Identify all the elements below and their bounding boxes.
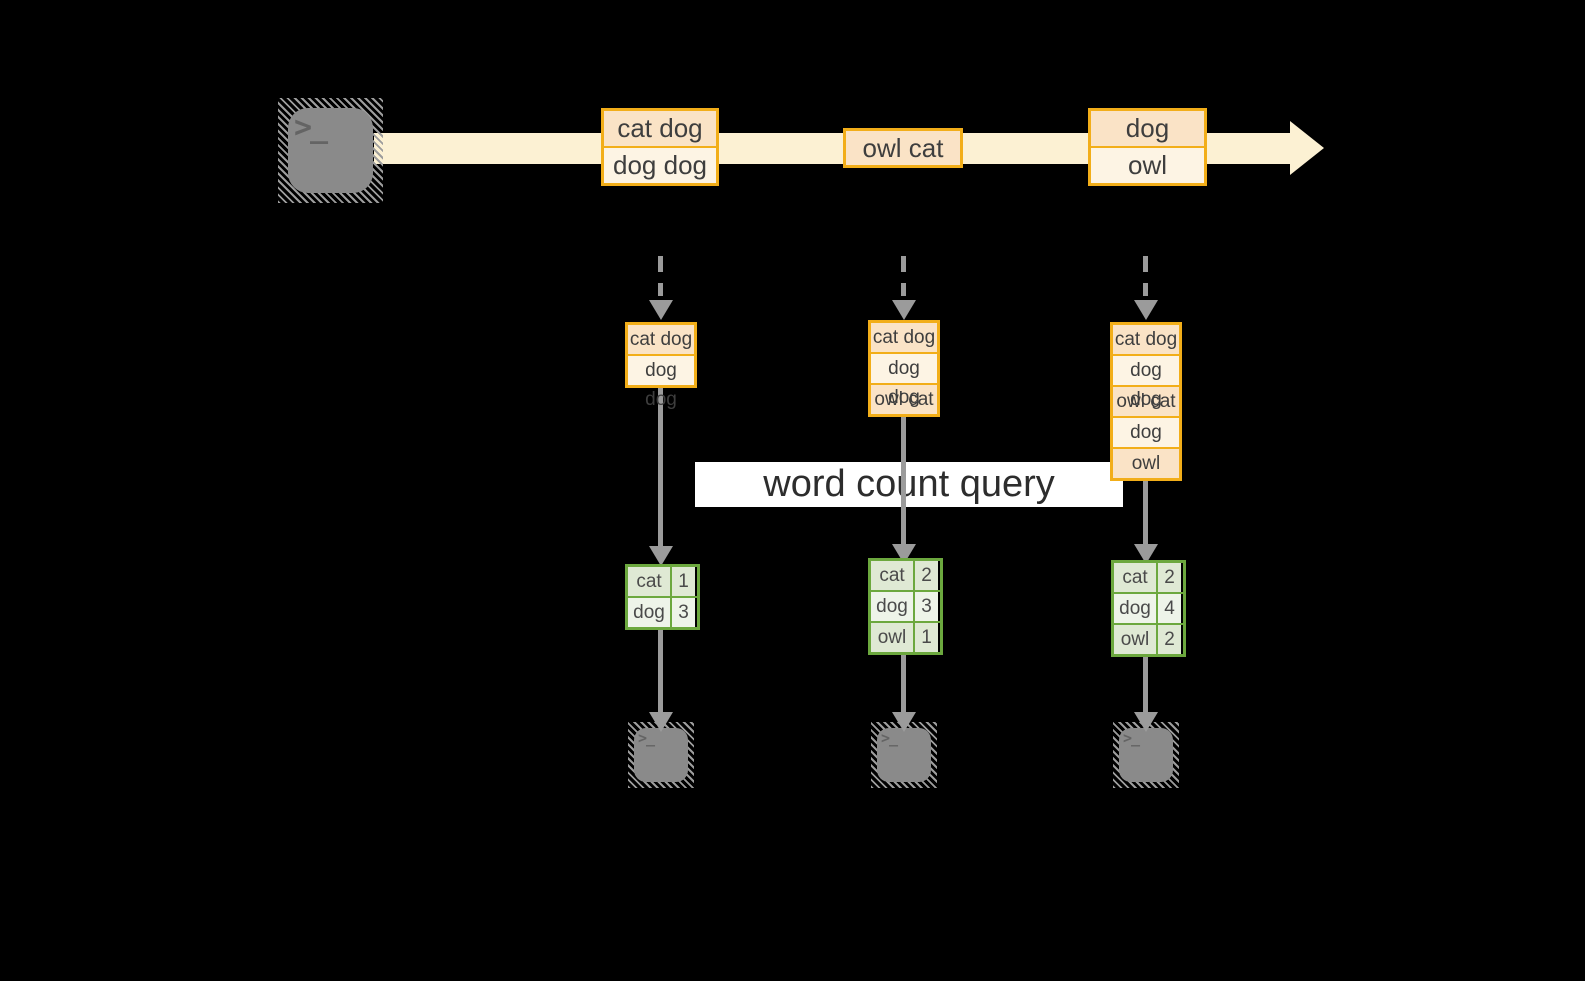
consumer-terminal-icon-1: >_: [628, 722, 694, 788]
record-cell: owl: [1113, 447, 1179, 478]
word-cell: owl: [1114, 625, 1158, 654]
flow-arrow: [658, 388, 663, 546]
count-cell: 3: [915, 592, 938, 621]
prompt-glyph: >_: [1123, 729, 1140, 747]
count-cell: 2: [1158, 563, 1181, 592]
table-row: owl 1: [871, 621, 940, 652]
query-label: word count query: [763, 463, 1055, 505]
query-label-band: word count query: [695, 462, 1123, 507]
consumer-terminal-icon-2: >_: [871, 722, 937, 788]
count-cell: 3: [672, 598, 695, 627]
table-row: owl 2: [1114, 623, 1183, 654]
flow-arrowhead-icon: [1134, 544, 1158, 564]
prompt-glyph: >_: [881, 729, 898, 747]
table-row: dog 3: [871, 590, 940, 621]
flow-arrow: [901, 655, 906, 712]
record-cell: owl: [1091, 146, 1204, 183]
terminal-body: [1119, 728, 1173, 782]
record-cell: cat dog: [871, 323, 937, 352]
table-row: dog 3: [628, 596, 697, 627]
record-cell: cat dog: [628, 325, 694, 354]
word-count-table-1: cat 1 dog 3: [625, 564, 700, 630]
stream-record-batch-3: dog owl: [1088, 108, 1207, 186]
record-cell: owl cat: [871, 383, 937, 414]
word-count-table-3: cat 2 dog 4 owl 2: [1111, 560, 1186, 657]
terminal-body: [634, 728, 688, 782]
word-cell: cat: [628, 567, 672, 596]
ingest-arrow-dash: [658, 256, 663, 296]
flow-arrowhead-icon: [649, 712, 673, 732]
word-cell: owl: [871, 623, 915, 652]
record-cell: owl cat: [846, 131, 960, 165]
flow-arrow: [1143, 481, 1148, 544]
count-cell: 4: [1158, 594, 1181, 623]
count-cell: 2: [915, 561, 938, 590]
accumulated-records-stack-2: cat dog dog dog owl cat: [868, 320, 940, 417]
record-cell: dog dog: [628, 354, 694, 410]
accumulated-records-stack-1: cat dog dog dog: [625, 322, 697, 410]
record-cell: dog dog: [1113, 354, 1179, 410]
count-cell: 2: [1158, 625, 1181, 654]
table-row: dog 4: [1114, 592, 1183, 623]
word-cell: dog: [1114, 594, 1158, 623]
word-cell: dog: [628, 598, 672, 627]
table-row: cat 2: [871, 561, 940, 590]
record-cell: owl cat: [1113, 385, 1179, 416]
flow-arrowhead-icon: [892, 712, 916, 732]
flow-arrow: [658, 630, 663, 712]
record-cell: cat dog: [604, 111, 716, 146]
ingest-arrow-dash: [1143, 256, 1148, 296]
ingest-arrowhead-icon: [892, 300, 916, 320]
record-cell: dog dog: [604, 146, 716, 183]
terminal-body: [288, 108, 373, 193]
flow-arrow: [901, 417, 906, 544]
word-cell: dog: [871, 592, 915, 621]
producer-terminal-icon: >_: [278, 98, 383, 203]
word-cell: cat: [871, 561, 915, 590]
table-row: cat 1: [628, 567, 697, 596]
count-cell: 1: [915, 623, 938, 652]
flow-arrow: [1143, 657, 1148, 712]
ingest-arrow-dash: [901, 256, 906, 296]
table-row: cat 2: [1114, 563, 1183, 592]
stream-record-batch-1: cat dog dog dog: [601, 108, 719, 186]
terminal-body: [877, 728, 931, 782]
record-cell: cat dog: [1113, 325, 1179, 354]
flow-arrowhead-icon: [1134, 712, 1158, 732]
record-cell: dog: [1091, 111, 1204, 146]
record-cell: dog dog: [871, 352, 937, 408]
ingest-arrowhead-icon: [1134, 300, 1158, 320]
flow-arrowhead-icon: [649, 546, 673, 566]
word-count-table-2: cat 2 dog 3 owl 1: [868, 558, 943, 655]
record-cell: dog: [1113, 416, 1179, 447]
stream-arrowhead-icon: [1290, 121, 1324, 175]
consumer-terminal-icon-3: >_: [1113, 722, 1179, 788]
ingest-arrowhead-icon: [649, 300, 673, 320]
prompt-glyph: >_: [294, 110, 328, 145]
prompt-glyph: >_: [638, 729, 655, 747]
stream-record-batch-2: owl cat: [843, 128, 963, 168]
accumulated-records-stack-3: cat dog dog dog owl cat dog owl: [1110, 322, 1182, 481]
count-cell: 1: [672, 567, 695, 596]
word-cell: cat: [1114, 563, 1158, 592]
